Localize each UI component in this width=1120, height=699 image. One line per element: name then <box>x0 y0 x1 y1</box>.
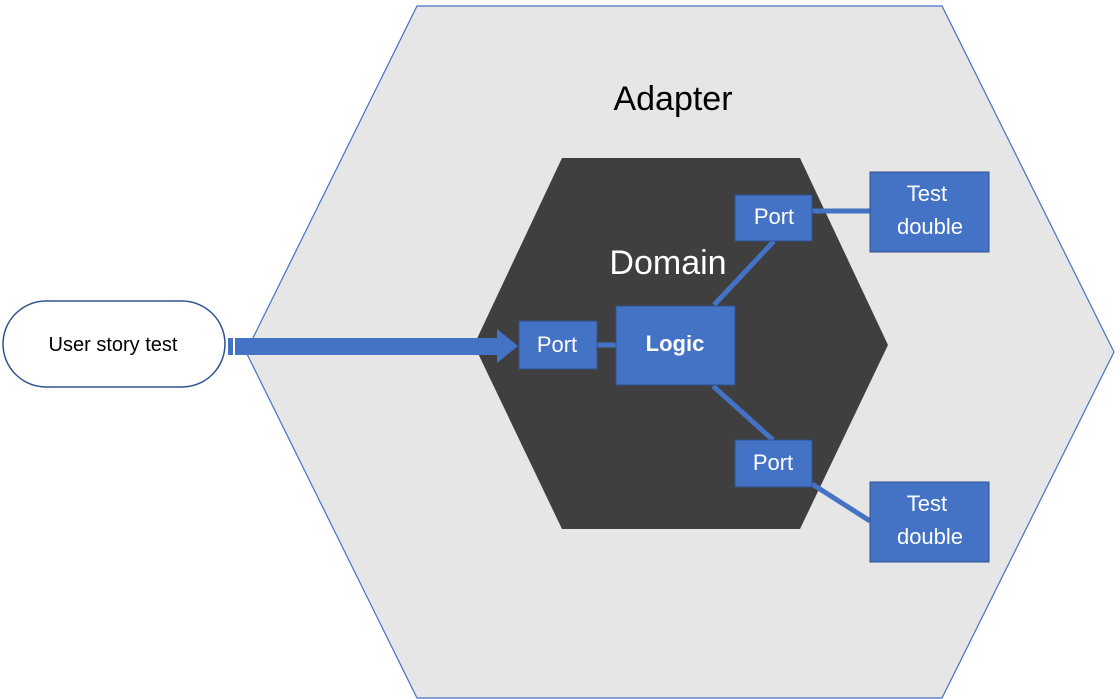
domain-label: Domain <box>609 244 726 282</box>
connector-port-bottom-testdouble <box>810 481 872 524</box>
test-double-bottom-line-1: Test <box>907 491 947 516</box>
adapter-label: Adapter <box>613 80 732 118</box>
test-double-bottom-label: Test double <box>897 491 963 549</box>
logic-box[interactable] <box>615 305 736 386</box>
port-bottom-box[interactable] <box>734 439 813 488</box>
test-double-top-line-1: Test <box>907 181 947 206</box>
test-double-bottom-line-2: double <box>897 524 963 549</box>
test-double-top-box[interactable] <box>869 171 990 253</box>
port-top-label: Port <box>754 204 794 229</box>
user-story-test-label: User story test <box>49 334 178 356</box>
port-input-label: Port <box>537 332 577 357</box>
port-input-box[interactable] <box>518 320 598 370</box>
test-double-top-label: Test double <box>897 181 963 239</box>
user-story-test-box[interactable] <box>2 300 226 388</box>
connector-logic-port-bottom <box>711 384 775 442</box>
test-double-top-line-2: double <box>897 214 963 239</box>
arrow-user-story-to-port <box>228 329 518 363</box>
logic-label: Logic <box>646 331 705 356</box>
test-double-bottom-box[interactable] <box>869 481 990 563</box>
connector-logic-port-top <box>712 239 776 307</box>
port-bottom-label: Port <box>753 450 793 475</box>
port-top-box[interactable] <box>734 194 813 242</box>
